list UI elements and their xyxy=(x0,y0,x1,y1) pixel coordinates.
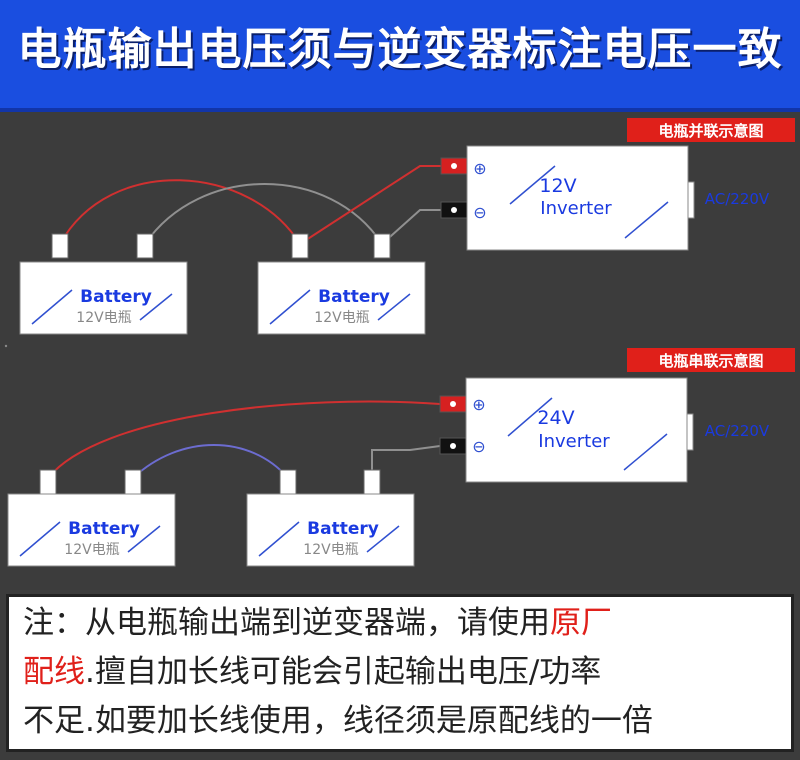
battery-terminal-negative xyxy=(136,233,154,259)
inverter-slash xyxy=(623,433,668,471)
inverter-body xyxy=(465,377,688,483)
series-tag-bg xyxy=(627,348,795,372)
minus-icon: ⊖ xyxy=(472,437,485,456)
battery-slash xyxy=(139,293,173,321)
battery-terminal-positive xyxy=(39,469,57,495)
battery-label: Battery xyxy=(80,287,152,307)
battery-sublabel: 12V电瓶 xyxy=(76,310,131,326)
note-line-2: 配线.擅自加长线可能会引起输出电压/功率 xyxy=(23,652,601,692)
inverter-slash xyxy=(624,201,669,239)
battery-label: Battery xyxy=(307,519,379,539)
parallel-link-negative xyxy=(144,183,383,245)
inverter-name: Inverter xyxy=(538,431,610,452)
battery-terminal-negative xyxy=(363,469,381,495)
battery-body xyxy=(246,493,415,567)
series-wire-positive xyxy=(47,400,441,479)
battery-slash xyxy=(366,525,400,553)
inverter-output-port xyxy=(687,181,695,219)
note-text: 不足.如要加长线使用，线径须是原配线的一倍 xyxy=(23,703,653,739)
plus-icon: ⊕ xyxy=(472,395,485,414)
battery-box: ⊕ ⊖ Battery 12V电瓶 xyxy=(7,469,176,567)
battery-slash xyxy=(258,521,300,557)
inverter-box: ⊕ ⊖ 24V Inverter AC/220V xyxy=(439,377,770,483)
inverter-voltage: 12V xyxy=(539,175,576,197)
battery-sublabel: 12V电瓶 xyxy=(314,310,369,326)
inverter-voltage: 24V xyxy=(537,407,574,429)
inverter-name: Inverter xyxy=(540,198,612,219)
terminal-screw-icon xyxy=(451,163,457,169)
terminal-screw-icon xyxy=(451,207,457,213)
series-tag: 电瓶串联示意图 xyxy=(658,352,763,370)
battery-slash xyxy=(377,293,411,321)
battery-terminal-negative xyxy=(124,469,142,495)
parallel-diagram: 电瓶并联示意图 ⊕ ⊖ Battery 12V电瓶 ⊕ xyxy=(19,118,795,335)
inverter-output-label: AC/220V xyxy=(705,422,770,440)
minus-icon: ⊖ xyxy=(473,203,486,222)
artifact-dot xyxy=(4,344,8,348)
battery-label: Battery xyxy=(68,519,140,539)
battery-box: ⊕ ⊖ Battery 12V电瓶 xyxy=(246,469,415,567)
note-text: .擅自加长线可能会引起输出电压/功率 xyxy=(85,654,602,690)
title-banner: 电瓶输出电压须与逆变器标注电压一致 xyxy=(0,0,800,112)
banner-title: 电瓶输出电压须与逆变器标注电压一致 xyxy=(17,24,783,75)
battery-terminal-positive xyxy=(51,233,69,259)
inverter-body xyxy=(466,145,689,251)
parallel-link-positive xyxy=(59,179,301,245)
inverter-output-label: AC/220V xyxy=(705,190,770,208)
battery-body xyxy=(7,493,176,567)
note-line-3: 不足.如要加长线使用，线径须是原配线的一倍 xyxy=(23,701,653,741)
battery-sublabel: 12V电瓶 xyxy=(303,542,358,558)
battery-box: ⊕ ⊖ Battery 12V电瓶 xyxy=(19,233,188,335)
note-highlight: 原厂 xyxy=(550,605,612,641)
note-line-1: 注：从电瓶输出端到逆变器端，请使用原厂 xyxy=(23,603,612,643)
battery-slash xyxy=(269,289,311,325)
plus-icon: ⊕ xyxy=(473,159,486,178)
diagram-area: .lbl { font-family: "DejaVu Sans", sans-… xyxy=(0,114,800,590)
series-diagram: 电瓶串联示意图 ⊕ ⊖ Battery 12V电瓶 ⊕ ⊖ xyxy=(7,348,795,567)
parallel-tag-bg xyxy=(627,118,795,142)
battery-slash xyxy=(127,525,161,553)
parallel-wire-positive xyxy=(299,165,450,245)
battery-sublabel: 12V电瓶 xyxy=(64,542,119,558)
inverter-output-port xyxy=(686,413,694,451)
parallel-wire-negative xyxy=(381,209,450,245)
series-wire-negative xyxy=(371,445,441,478)
inverter-slash xyxy=(509,165,556,205)
battery-slash xyxy=(19,521,61,557)
series-link xyxy=(132,444,289,479)
battery-label: Battery xyxy=(318,287,390,307)
terminal-screw-icon xyxy=(450,443,456,449)
battery-terminal-positive xyxy=(279,469,297,495)
inverter-box: ⊕ ⊖ 12V Inverter AC/220V xyxy=(440,145,770,251)
battery-terminal-negative xyxy=(373,233,391,259)
inverter-slash xyxy=(507,397,553,437)
wiring-diagram: .lbl { font-family: "DejaVu Sans", sans-… xyxy=(4,118,795,567)
parallel-tag: 电瓶并联示意图 xyxy=(658,122,763,140)
battery-terminal-positive xyxy=(291,233,309,259)
battery-box: ⊕ ⊖ Battery 12V电瓶 xyxy=(257,233,426,335)
note-text: 注：从电瓶输出端到逆变器端，请使用 xyxy=(23,605,550,641)
battery-body xyxy=(19,261,188,335)
battery-body xyxy=(257,261,426,335)
battery-slash xyxy=(31,289,73,325)
note-highlight: 配线 xyxy=(23,654,85,690)
note-box: 注：从电瓶输出端到逆变器端，请使用原厂 配线.擅自加长线可能会引起输出电压/功率… xyxy=(6,594,794,752)
terminal-screw-icon xyxy=(450,401,456,407)
